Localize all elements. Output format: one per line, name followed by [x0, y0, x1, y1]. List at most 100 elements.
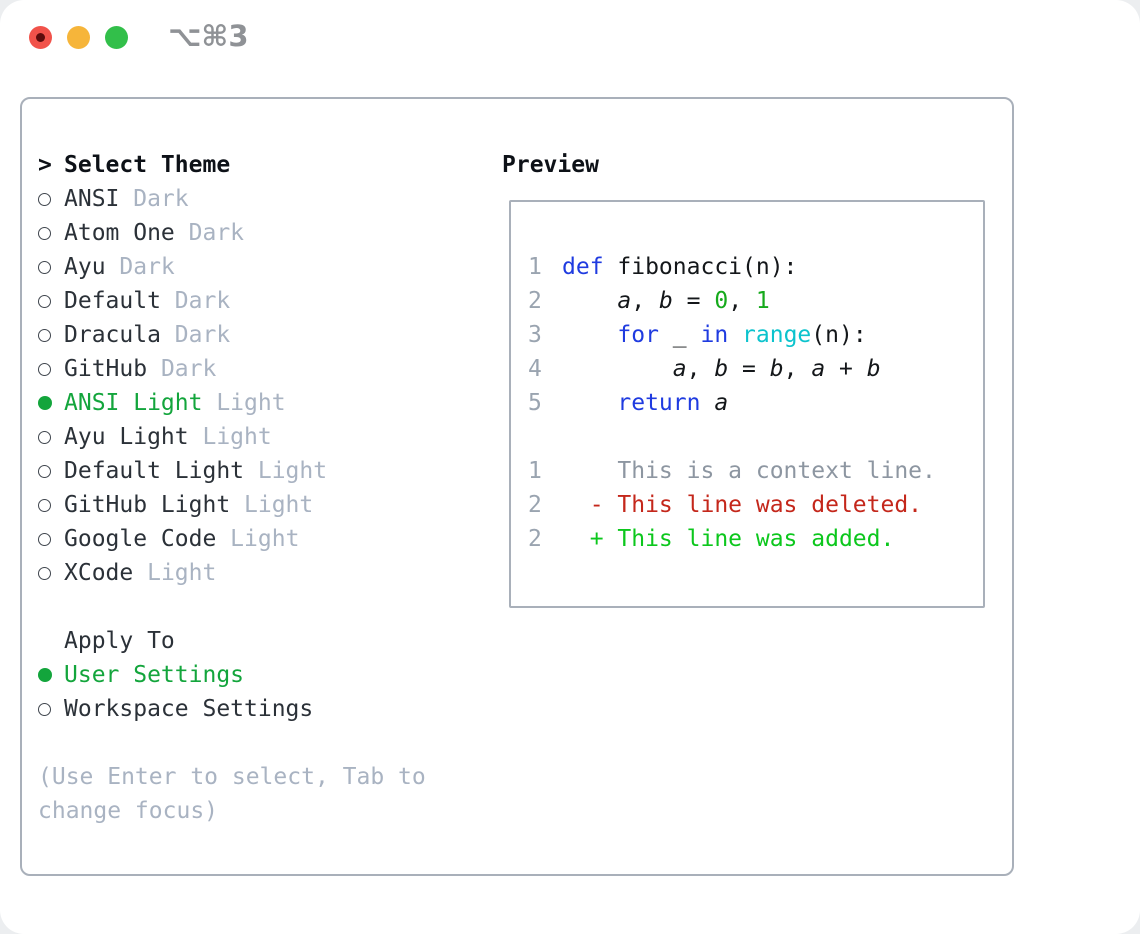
unsaved-dot-icon — [36, 33, 45, 42]
theme-name: GitHub — [64, 356, 148, 382]
theme-option-dracula[interactable]: Dracula Dark — [38, 318, 426, 352]
line-text: a, b = b, a + b — [672, 356, 881, 382]
radio-icon — [38, 260, 51, 274]
theme-name: ANSI — [64, 186, 120, 212]
theme-option-google-code[interactable]: Google Code Light — [38, 522, 426, 556]
radio-icon — [38, 192, 51, 206]
line-number: 5 — [528, 390, 542, 416]
preview-header: Preview — [502, 152, 599, 178]
help-text-line-1: (Use Enter to select, Tab to — [38, 764, 426, 790]
theme-variant: Dark — [160, 288, 231, 314]
help-text-line-2: change focus) — [38, 798, 219, 824]
radio-selected-icon — [38, 668, 52, 682]
spacer — [38, 726, 426, 760]
theme-variant: Dark — [174, 220, 245, 246]
theme-name: GitHub Light — [64, 492, 231, 518]
theme-variant: Light — [216, 526, 300, 552]
apply-to-header: Apply To — [38, 624, 426, 658]
theme-option-default-light[interactable]: Default Light Light — [38, 454, 426, 488]
radio-icon — [38, 464, 51, 478]
theme-name: Google Code — [64, 526, 217, 552]
theme-variant: Light — [230, 492, 314, 518]
radio-icon — [38, 532, 51, 546]
code-line: 5 return a — [528, 386, 983, 420]
focus-caret-icon: > — [38, 152, 52, 178]
radio-icon — [38, 702, 51, 716]
theme-variant: Dark — [147, 356, 217, 382]
theme-variant: Light — [133, 560, 217, 586]
close-button-icon[interactable] — [29, 26, 52, 49]
line-text: a, b = 0, 1 — [617, 288, 770, 314]
radio-selected-icon — [38, 396, 52, 410]
theme-option-ayu[interactable]: Ayu Dark — [38, 250, 426, 284]
diff-line-add: 2 + This line was added. — [528, 522, 983, 556]
code-line: 2 a, b = 0, 1 — [528, 284, 983, 318]
theme-option-ansi[interactable]: ANSI Dark — [38, 182, 426, 216]
code-line: 1 def fibonacci(n): — [528, 250, 983, 284]
radio-icon — [38, 498, 51, 512]
theme-name: Ayu — [64, 254, 106, 280]
line-text: def fibonacci(n): — [562, 254, 798, 280]
radio-icon — [38, 566, 51, 580]
apply-to-title: Apply To — [64, 628, 175, 654]
theme-name: Dracula — [64, 322, 161, 348]
theme-option-ayu-light[interactable]: Ayu Light Light — [38, 420, 426, 454]
radio-icon — [38, 430, 51, 444]
line-number: 2 — [528, 526, 542, 552]
blank-line — [528, 420, 983, 454]
theme-option-default[interactable]: Default Dark — [38, 284, 426, 318]
line-text: - This line was deleted. — [562, 492, 923, 518]
line-number: 2 — [528, 492, 542, 518]
radio-icon — [38, 328, 51, 342]
apply-option-workspace-settings[interactable]: Workspace Settings — [38, 692, 426, 726]
theme-variant: Dark — [119, 186, 189, 212]
line-number: 4 — [528, 356, 542, 382]
theme-name: ANSI Light — [64, 390, 203, 416]
diff-line-ctx: 1 This is a context line. — [528, 454, 983, 488]
line-text: return a — [617, 390, 729, 416]
line-number: 3 — [528, 322, 542, 348]
code-line: 3 for _ in range(n): — [528, 318, 983, 352]
theme-variant: Light — [188, 424, 272, 450]
traffic-lights — [29, 26, 128, 49]
spacer — [38, 590, 426, 624]
theme-option-github[interactable]: GitHub Dark — [38, 352, 426, 386]
theme-option-xcode[interactable]: XCode Light — [38, 556, 426, 590]
apply-option-label: Workspace Settings — [64, 696, 314, 722]
select-theme-title: Select Theme — [64, 152, 231, 178]
line-number: 1 — [528, 458, 542, 484]
theme-option-ansi-light[interactable]: ANSI Light Light — [38, 386, 426, 420]
radio-icon — [38, 294, 51, 308]
zoom-button-icon[interactable] — [105, 26, 128, 49]
code-line: 4 a, b = b, a + b — [528, 352, 983, 386]
theme-name: Default — [64, 288, 161, 314]
line-text: This is a context line. — [562, 458, 936, 484]
line-text: for _ in range(n): — [617, 322, 867, 348]
line-text: + This line was added. — [562, 526, 895, 552]
line-number: 2 — [528, 288, 542, 314]
theme-name: Ayu Light — [64, 424, 189, 450]
theme-variant: Dark — [160, 322, 231, 348]
minimize-button-icon[interactable] — [67, 26, 90, 49]
select-theme-header: > Select Theme — [38, 148, 426, 182]
theme-variant: Light — [244, 458, 328, 484]
theme-option-atom-one[interactable]: Atom One Dark — [38, 216, 426, 250]
diff-line-del: 2 - This line was deleted. — [528, 488, 983, 522]
apply-option-user-settings[interactable]: User Settings — [38, 658, 426, 692]
radio-icon — [38, 226, 51, 240]
theme-name: XCode — [64, 560, 134, 586]
line-number: 1 — [528, 254, 542, 280]
window-title: ⌥⌘3 — [168, 19, 249, 53]
theme-name: Default Light — [64, 458, 245, 484]
theme-option-github-light[interactable]: GitHub Light Light — [38, 488, 426, 522]
theme-variant: Light — [202, 390, 286, 416]
apply-option-label: User Settings — [64, 662, 245, 688]
radio-icon — [38, 362, 51, 376]
